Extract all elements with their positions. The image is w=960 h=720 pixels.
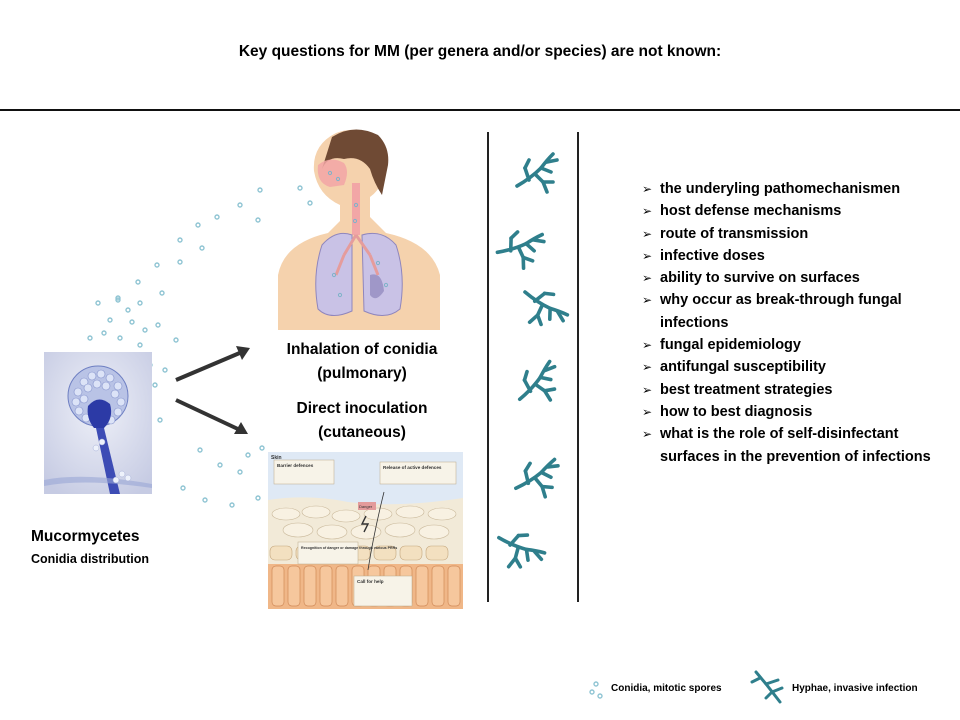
hypha-icon	[515, 152, 559, 194]
list-item: antifungal susceptibility	[642, 356, 932, 379]
hypha-legend-icon	[750, 670, 784, 704]
list-item: host defense mechanisms	[642, 200, 932, 223]
slide-title: Key questions for MM (per genera and/or …	[238, 43, 722, 60]
route-arrows	[175, 346, 250, 434]
barrier-label: Barrier defences	[277, 463, 314, 468]
list-item: how to best diagnosis	[642, 401, 932, 424]
list-item: ability to survive on surfaces	[642, 267, 932, 290]
route-inoculation-line2: (cutaneous)	[318, 424, 406, 441]
question-list: the underyling pathomechanismen host def…	[642, 178, 932, 468]
route-inhalation-line2: (pulmonary)	[317, 365, 407, 382]
respiratory-tract-figure	[278, 129, 440, 330]
recognition-label: Recognition of danger or damage through …	[301, 546, 397, 550]
list-item: infective doses	[642, 245, 932, 268]
list-item: why occur as break-through fungal infect…	[642, 289, 932, 334]
route-inoculation: Direct inoculation (cutaneous)	[262, 397, 462, 445]
hypha-icon	[512, 359, 562, 407]
list-item: what is the role of self-disinfectant su…	[642, 423, 932, 468]
danger-label: Danger	[359, 504, 373, 509]
sporangium-micrograph	[44, 352, 152, 494]
route-inoculation-line1: Direct inoculation	[296, 400, 428, 417]
conidia-legend-label: Conidia, mitotic spores	[611, 683, 722, 694]
organism-name: Mucormycetes	[31, 528, 140, 545]
organism-subtitle: Conidia distribution	[31, 552, 150, 566]
list-item: best treatment strategies	[642, 379, 932, 402]
hypha-icon	[495, 220, 548, 274]
skin-cross-section-figure: Skin Barrier defences Release of active …	[268, 452, 463, 609]
release-label: Release of active defences	[383, 465, 442, 470]
list-item: route of transmission	[642, 223, 932, 246]
list-item: fungal epidemiology	[642, 334, 932, 357]
conidia-legend-icon	[589, 681, 603, 699]
route-inhalation: Inhalation of conidia (pulmonary)	[262, 338, 462, 386]
column-divider-right	[577, 132, 579, 602]
hypha-icon	[513, 454, 561, 500]
skin-label: Skin	[271, 455, 282, 461]
route-inhalation-line1: Inhalation of conidia	[286, 341, 438, 358]
title-divider	[0, 109, 960, 111]
column-divider-left	[487, 132, 489, 602]
hypha-icon	[495, 519, 549, 578]
hyphae-column	[495, 152, 571, 578]
list-item: the underyling pathomechanismen	[642, 178, 932, 201]
hypha-icon	[517, 279, 571, 334]
hyphae-legend-label: Hyphae, invasive infection	[792, 683, 918, 694]
call-for-help-label: Call for help	[357, 579, 384, 584]
